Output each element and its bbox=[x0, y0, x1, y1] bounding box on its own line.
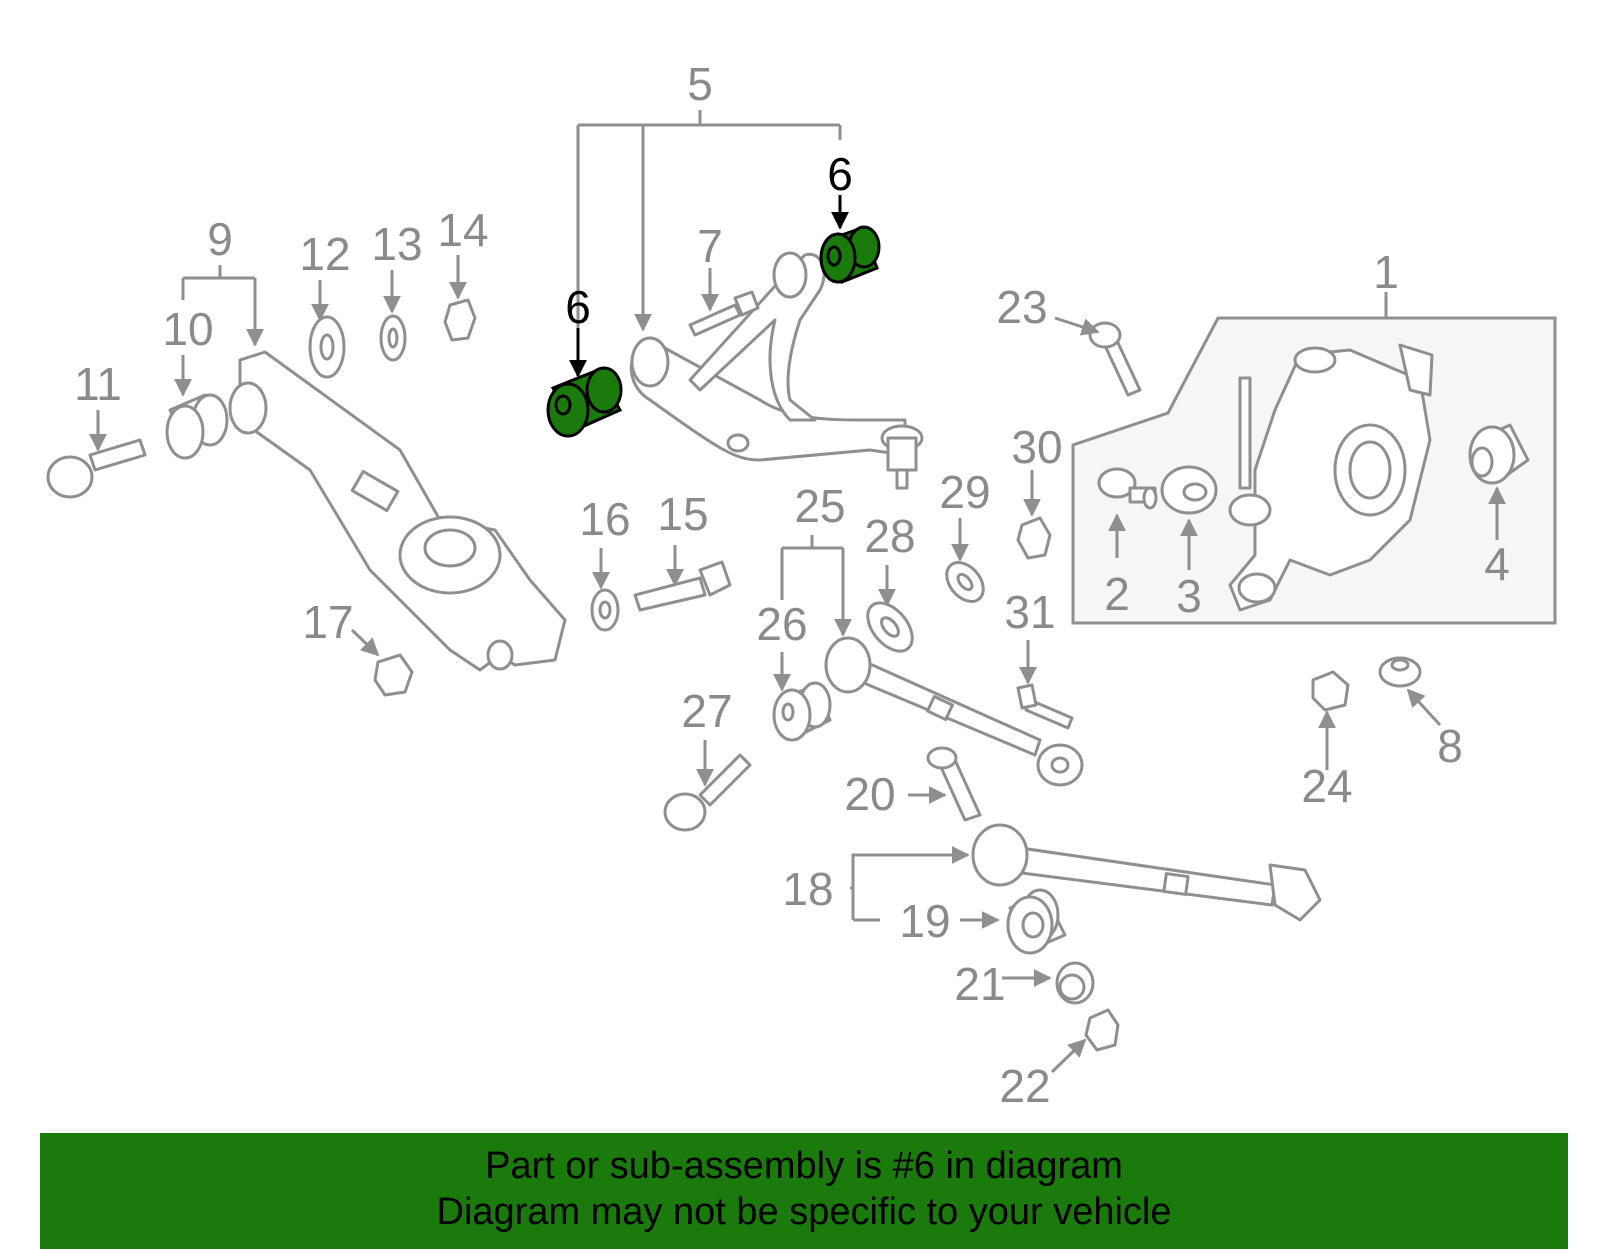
label-16: 16 bbox=[579, 493, 630, 545]
label-26: 26 bbox=[756, 598, 807, 650]
lower-control-arm-part-9 bbox=[181, 265, 567, 672]
bolt-part-20 bbox=[908, 746, 982, 822]
label-21: 21 bbox=[954, 958, 1005, 1010]
washer-part-16 bbox=[590, 548, 620, 632]
bushing-part-4 bbox=[1468, 423, 1530, 540]
label-19: 19 bbox=[899, 895, 950, 947]
label-29: 29 bbox=[939, 466, 990, 518]
label-15: 15 bbox=[657, 488, 708, 540]
label-10: 10 bbox=[162, 303, 213, 355]
label-30: 30 bbox=[1011, 421, 1062, 473]
label-7: 7 bbox=[697, 220, 723, 272]
label-17: 17 bbox=[302, 596, 353, 648]
label-14: 14 bbox=[437, 204, 488, 256]
label-25: 25 bbox=[794, 480, 845, 532]
info-banner: Part or sub-assembly is #6 in diagram Di… bbox=[40, 1133, 1568, 1249]
label-5: 5 bbox=[687, 58, 713, 110]
washer-part-13 bbox=[379, 270, 407, 362]
label-9: 9 bbox=[207, 213, 233, 265]
label-6-right: 6 bbox=[827, 148, 853, 200]
nut-part-17 bbox=[350, 628, 414, 697]
bolt-part-7 bbox=[688, 268, 760, 337]
steering-knuckle bbox=[1228, 343, 1434, 612]
washer-part-28 bbox=[866, 565, 914, 653]
label-22: 22 bbox=[999, 1060, 1050, 1112]
label-23: 23 bbox=[996, 281, 1047, 333]
bushing-part-10 bbox=[165, 355, 229, 460]
ball-joint-part-2 bbox=[1097, 467, 1158, 558]
nut-part-30 bbox=[1016, 470, 1052, 560]
nut-part-24 bbox=[1311, 670, 1350, 770]
label-13: 13 bbox=[371, 218, 422, 270]
bushing-part-6-right bbox=[819, 195, 881, 284]
nut-part-8 bbox=[1378, 656, 1442, 727]
washer-part-29 bbox=[945, 518, 985, 603]
label-27: 27 bbox=[681, 685, 732, 737]
label-11: 11 bbox=[74, 358, 122, 410]
bolt-part-31 bbox=[1016, 640, 1074, 730]
label-28: 28 bbox=[864, 510, 915, 562]
label-2: 2 bbox=[1104, 568, 1130, 620]
knuckle-assembly-group bbox=[1071, 292, 1557, 625]
bushing-part-19 bbox=[960, 888, 1067, 955]
bushing-part-3 bbox=[1160, 465, 1218, 570]
nut-part-14 bbox=[443, 255, 477, 342]
label-31: 31 bbox=[1004, 586, 1055, 638]
bolt-part-27 bbox=[663, 740, 752, 832]
label-6-left: 6 bbox=[565, 281, 591, 333]
nut-part-22 bbox=[1050, 1008, 1120, 1074]
label-3: 3 bbox=[1176, 570, 1202, 622]
bolt-part-23 bbox=[1054, 316, 1142, 397]
bushing-part-6-left bbox=[546, 328, 623, 438]
banner-line-2: Diagram may not be specific to your vehi… bbox=[436, 1191, 1172, 1233]
label-4: 4 bbox=[1484, 538, 1510, 590]
label-8: 8 bbox=[1437, 720, 1463, 772]
link-part-18 bbox=[850, 823, 1322, 922]
bolt-part-15 bbox=[633, 545, 732, 612]
washer-part-21 bbox=[1002, 961, 1095, 1005]
label-20: 20 bbox=[844, 768, 895, 820]
label-12: 12 bbox=[299, 228, 350, 280]
banner-line-1: Part or sub-assembly is #6 in diagram bbox=[485, 1145, 1123, 1187]
bushing-part-26 bbox=[772, 652, 832, 742]
callout-labels: 1 2 3 4 5 6 6 7 8 9 10 11 12 13 14 15 16… bbox=[74, 58, 1510, 1112]
label-1: 1 bbox=[1373, 246, 1399, 298]
upper-control-arm-part-5 bbox=[576, 110, 924, 490]
link-part-25 bbox=[780, 535, 1084, 787]
bolt-part-11 bbox=[46, 410, 147, 499]
label-24: 24 bbox=[1301, 760, 1352, 812]
washer-part-12 bbox=[308, 280, 346, 379]
label-18: 18 bbox=[782, 863, 833, 915]
